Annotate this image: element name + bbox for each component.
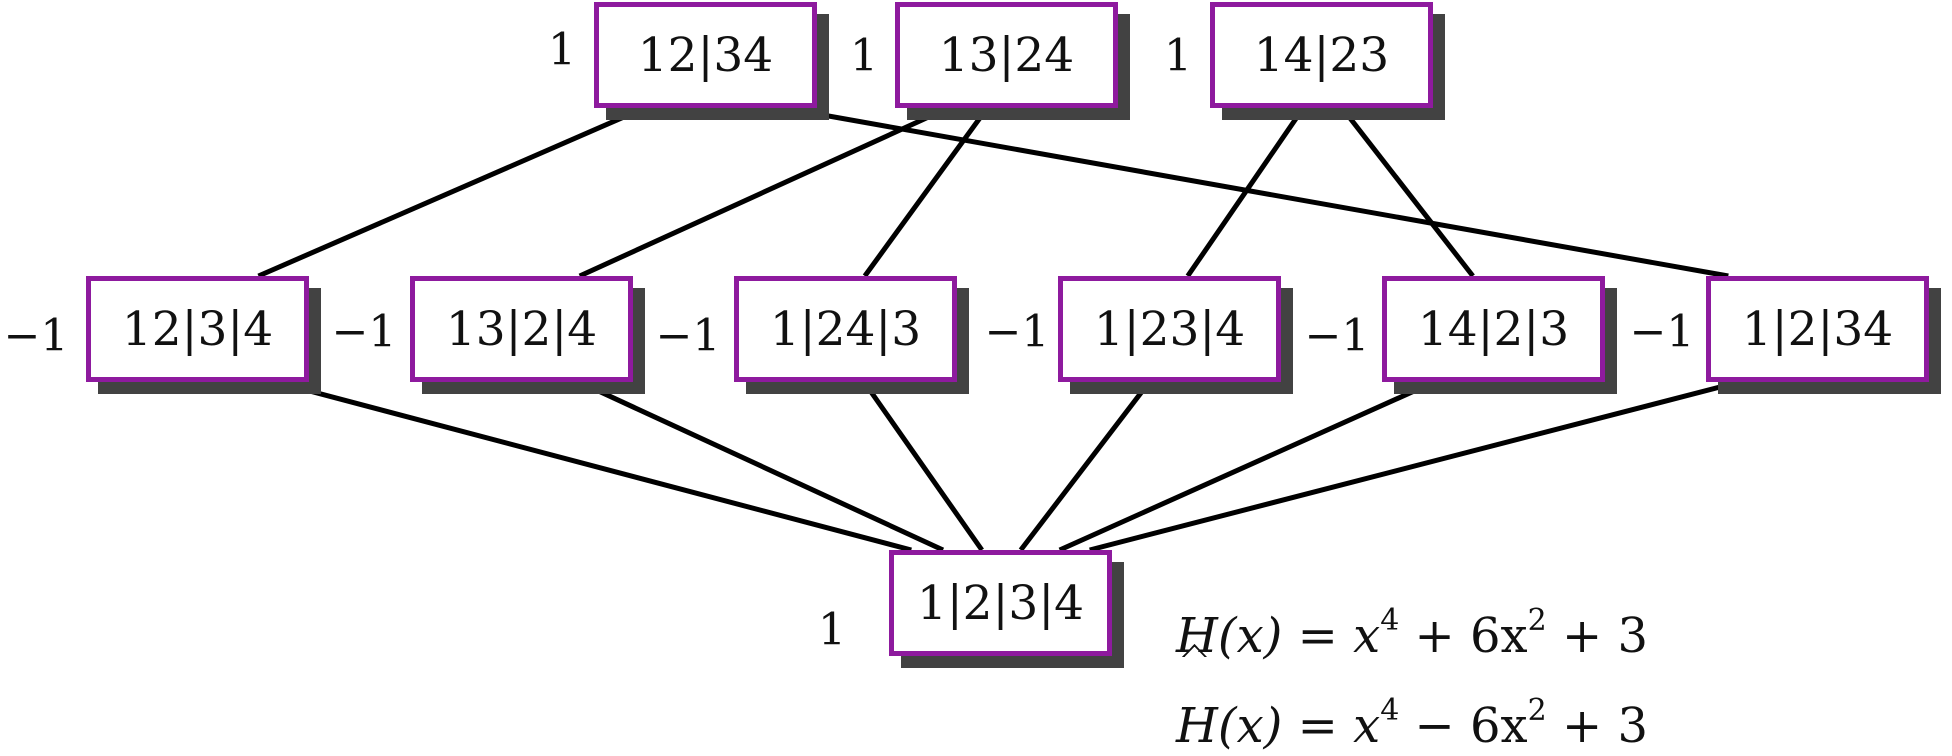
formula-exponent: 4 bbox=[1380, 693, 1400, 728]
node-13-24: 13|24 bbox=[895, 2, 1118, 108]
edge-n14_23-n1_23_4 bbox=[1185, 106, 1306, 278]
weight-12-34: 1 bbox=[548, 24, 576, 76]
edge-n13_24-n1_24_3 bbox=[862, 106, 990, 278]
edge-n12_3_4-n1_2_3_4 bbox=[274, 379, 912, 553]
node-label: 12|3|4 bbox=[121, 301, 274, 357]
formula-lhs: H(x) = x bbox=[1176, 698, 1381, 754]
weight-1-24-3: −1 bbox=[655, 310, 721, 362]
formula-lhs: H(x) = x bbox=[1176, 608, 1381, 664]
formula-hat-h: H(x) = x4 + 6x2 + 3 bbox=[1176, 606, 1648, 665]
weight-13-24: 1 bbox=[850, 30, 878, 82]
weight-14-2-3: −1 bbox=[1304, 310, 1370, 362]
node-label: 13|24 bbox=[938, 27, 1075, 83]
formula-tail: + 3 bbox=[1546, 608, 1648, 664]
node-label: 1|2|3|4 bbox=[916, 575, 1085, 631]
formula-exponent: 2 bbox=[1527, 603, 1547, 638]
node-label: 14|2|3 bbox=[1417, 301, 1570, 357]
edge-n1_23_4-n1_2_3_4 bbox=[1018, 380, 1152, 552]
formula-exponent: 4 bbox=[1380, 603, 1400, 638]
node-1-24-3: 1|24|3 bbox=[734, 276, 957, 382]
weight-13-2-4: −1 bbox=[331, 306, 397, 358]
node-1-2-3-4: 1|2|3|4 bbox=[889, 550, 1112, 656]
edge-n12_34-n12_3_4 bbox=[257, 105, 646, 279]
node-1-23-4: 1|23|4 bbox=[1058, 276, 1281, 382]
formula-h: H(x) = x4 − 6x2 + 3 bbox=[1176, 696, 1648, 755]
weight-1-23-4: −1 bbox=[984, 306, 1050, 358]
node-1-2-34: 1|2|34 bbox=[1706, 276, 1929, 382]
formula-middle: + 6x bbox=[1399, 608, 1528, 664]
node-label: 14|23 bbox=[1253, 27, 1390, 83]
edge-n1_2_34-n1_2_3_4 bbox=[1089, 379, 1741, 553]
formula-tail: + 3 bbox=[1546, 698, 1648, 754]
edge-n14_2_3-n1_2_3_4 bbox=[1058, 379, 1436, 553]
node-13-2-4: 13|2|4 bbox=[410, 276, 633, 382]
edge-n12_34-n1_2_34 bbox=[783, 105, 1729, 279]
edge-n14_23-n14_2_3 bbox=[1340, 106, 1475, 278]
formula-middle: − 6x bbox=[1399, 698, 1528, 754]
edge-n13_2_4-n1_2_3_4 bbox=[577, 379, 945, 553]
node-12-3-4: 12|3|4 bbox=[86, 276, 309, 382]
weight-12-3-4: −1 bbox=[3, 310, 69, 362]
node-label: 12|34 bbox=[637, 27, 774, 83]
node-12-34: 12|34 bbox=[594, 2, 817, 108]
weight-14-23: 1 bbox=[1164, 30, 1192, 82]
weight-1-2-3-4: 1 bbox=[818, 604, 846, 656]
edge-n13_24-n13_2_4 bbox=[578, 105, 950, 279]
node-14-23: 14|23 bbox=[1210, 2, 1433, 108]
formula-exponent: 2 bbox=[1527, 693, 1547, 728]
weight-1-2-34: −1 bbox=[1629, 306, 1695, 358]
node-label: 1|23|4 bbox=[1093, 301, 1246, 357]
node-14-2-3: 14|2|3 bbox=[1382, 276, 1605, 382]
edge-n1_24_3-n1_2_3_4 bbox=[862, 380, 984, 552]
node-label: 1|24|3 bbox=[769, 301, 922, 357]
node-label: 1|2|34 bbox=[1741, 301, 1894, 357]
node-label: 13|2|4 bbox=[445, 301, 598, 357]
